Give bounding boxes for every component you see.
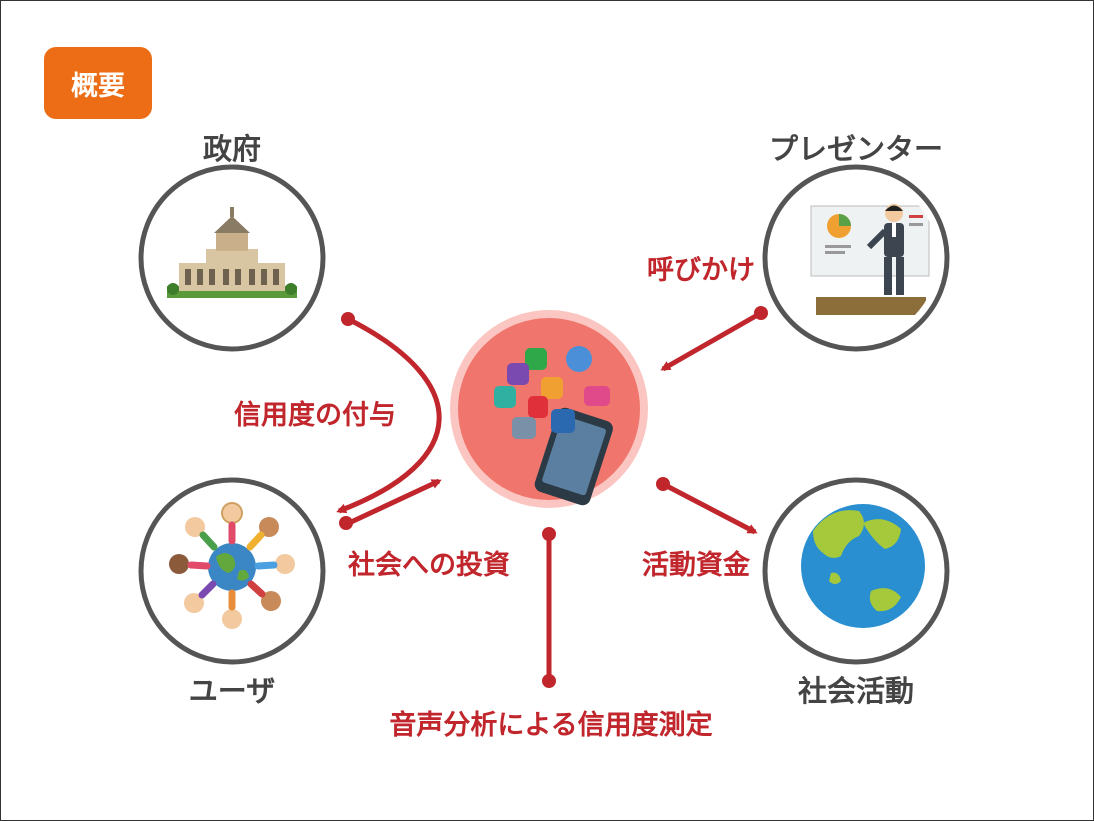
grant-credit-label: 信用度の付与: [234, 400, 396, 431]
earth-globe-icon: [801, 504, 925, 628]
arrow-user-to-center: [347, 478, 442, 526]
arrow-government-to-user: [336, 316, 442, 514]
presenter-label: プレゼンター: [768, 132, 943, 166]
arrow-center-to-social: [661, 481, 758, 535]
social-activity-node: [762, 477, 950, 665]
people-circle-around-globe-icon: [169, 502, 295, 629]
funds-label: 活動資金: [642, 550, 750, 581]
government-node: [138, 164, 326, 352]
parliament-building-icon: [167, 207, 297, 298]
presenter-node: [762, 164, 950, 352]
center-app-node: [450, 310, 648, 508]
social-activity-label: 社会活動: [797, 674, 914, 708]
arrow-dots: [339, 306, 768, 688]
user-node: [138, 477, 326, 665]
arrows: [336, 310, 763, 681]
smartphone-apps-icon: [494, 346, 613, 506]
government-label: 政府: [202, 132, 261, 166]
overview-badge: 概要: [44, 47, 152, 119]
invest-label: 社会への投資: [348, 550, 510, 581]
voice-analysis-label: 音声分析による信用度測定: [389, 710, 713, 741]
presenter-icon: [810, 204, 930, 315]
user-label: ユーザ: [188, 674, 276, 708]
arrow-presenter-to-center: [660, 310, 763, 372]
call-label: 呼びかけ: [647, 255, 755, 286]
